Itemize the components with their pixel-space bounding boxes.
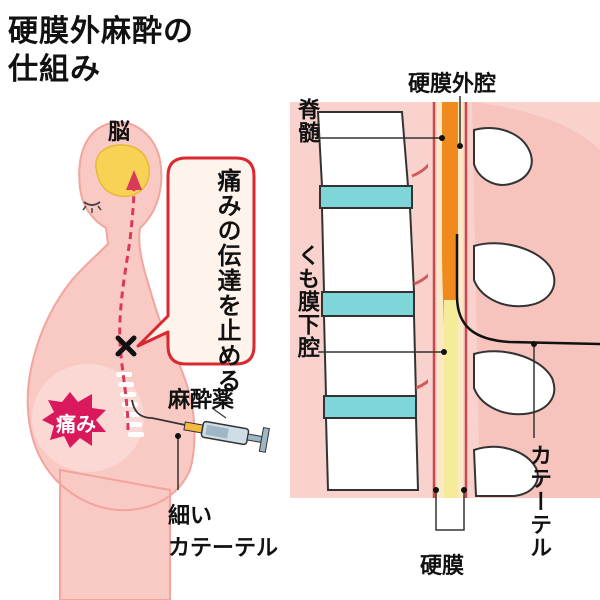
body-figure: [26, 120, 270, 600]
pain-signal-path: [118, 183, 136, 431]
vertebra-body: [322, 315, 418, 397]
leader-lines: [318, 96, 535, 531]
arrow-head-icon: [126, 170, 142, 190]
epidural-catheter: [455, 234, 600, 346]
thin-catheter-label-line2: カテーテル: [168, 536, 279, 561]
anesthetic-leader: [211, 407, 227, 419]
closed-eye-icon: [83, 201, 101, 206]
pain-label: 痛み: [56, 412, 96, 436]
vertebra-body: [324, 417, 420, 491]
syringe-icon: [183, 420, 270, 453]
speech-bubble: [136, 156, 256, 366]
dura-bracket: [435, 490, 465, 531]
vertebra-body: [320, 207, 416, 293]
thin-catheter-label-line1: 細い: [168, 504, 213, 529]
disc: [319, 185, 413, 209]
diagram-title-line1: 硬膜外麻酔の: [8, 14, 194, 49]
eyelash-icon: [82, 205, 102, 213]
x-mark-icon: [115, 335, 137, 357]
diagram-title-line2: 仕組み: [8, 52, 101, 87]
stop-pain-label: 痛みの伝達を止める: [213, 168, 241, 393]
leader-dots: [175, 135, 537, 493]
disc: [321, 291, 415, 317]
spinal-cord-label: 脊髄: [294, 98, 319, 144]
brain-label: 脳: [108, 120, 131, 145]
pain-burst-icon: [42, 392, 106, 448]
anesthetic-label: 麻酔薬: [168, 388, 235, 413]
catheter-label: カテーテル: [526, 444, 551, 559]
disc: [323, 395, 417, 419]
dura-label: 硬膜: [420, 554, 465, 579]
cauda-zone: [444, 300, 458, 498]
epidural-space-label: 硬膜外腔: [408, 72, 497, 97]
subarachnoid-space-label: くも膜下腔: [294, 244, 319, 359]
spine-section: [175, 96, 600, 531]
vertebra-body: [316, 111, 410, 187]
vertebral-bodies: [316, 111, 420, 491]
thin-catheter-line: [131, 399, 191, 427]
body-silhouette: [26, 120, 196, 600]
